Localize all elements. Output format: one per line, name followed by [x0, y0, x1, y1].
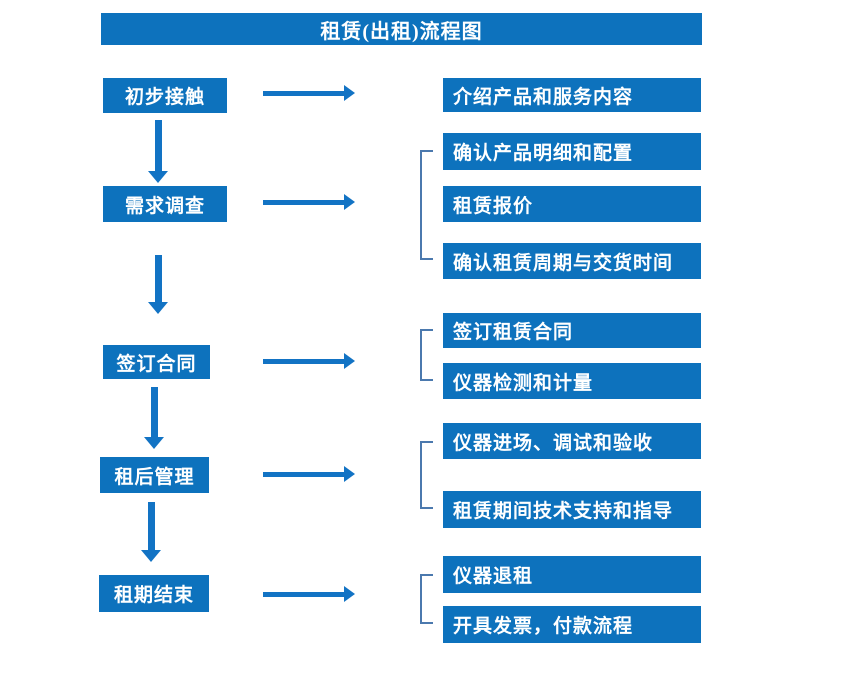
arrow-shaft — [147, 502, 155, 550]
arrow-down-icon — [148, 255, 168, 314]
group-bracket — [420, 329, 433, 381]
arrow-shaft — [263, 591, 344, 597]
detail-box-confirm-product-details: 确认产品明细和配置 — [443, 133, 701, 170]
arrow-head — [344, 85, 355, 101]
detail-box-instrument-return: 仪器退租 — [443, 556, 701, 593]
arrow-down-icon — [148, 120, 168, 183]
arrow-head — [148, 302, 168, 314]
arrow-head — [344, 586, 355, 602]
arrow-shaft — [150, 387, 158, 437]
arrow-shaft — [263, 358, 344, 364]
arrow-right-icon — [263, 194, 355, 210]
group-bracket — [420, 150, 433, 260]
group-bracket — [420, 441, 433, 509]
detail-box-introduce-products: 介绍产品和服务内容 — [443, 78, 701, 112]
arrow-right-icon — [263, 466, 355, 482]
detail-box-invoice-payment: 开具发票，付款流程 — [443, 606, 701, 643]
arrow-head — [344, 466, 355, 482]
stage-box-rental-end: 租期结束 — [99, 575, 209, 612]
diagram-title: 租赁(出租)流程图 — [101, 13, 702, 45]
stage-box-demand-survey: 需求调查 — [103, 186, 227, 222]
detail-box-instrument-setup-acceptance: 仪器进场、调试和验收 — [443, 423, 701, 459]
arrow-head — [344, 353, 355, 369]
stage-box-post-rental-management: 租后管理 — [100, 457, 209, 493]
arrow-down-icon — [144, 387, 164, 449]
arrow-head — [148, 171, 168, 183]
arrow-shaft — [263, 199, 344, 205]
arrow-head — [141, 550, 161, 562]
arrow-head — [144, 437, 164, 449]
arrow-shaft — [154, 120, 162, 171]
arrow-head — [344, 194, 355, 210]
stage-box-sign-contract: 签订合同 — [103, 345, 210, 379]
detail-box-instrument-testing: 仪器检测和计量 — [443, 363, 701, 399]
arrow-right-icon — [263, 586, 355, 602]
arrow-right-icon — [263, 353, 355, 369]
group-bracket — [420, 574, 433, 624]
arrow-shaft — [154, 255, 162, 302]
arrow-shaft — [263, 471, 344, 477]
stage-box-initial-contact: 初步接触 — [103, 78, 227, 113]
arrow-right-icon — [263, 85, 355, 101]
detail-box-rental-quote: 租赁报价 — [443, 186, 701, 222]
arrow-down-icon — [141, 502, 161, 562]
detail-box-confirm-rental-period: 确认租赁周期与交货时间 — [443, 243, 701, 279]
detail-box-tech-support: 租赁期间技术支持和指导 — [443, 491, 701, 528]
arrow-shaft — [263, 90, 344, 96]
detail-box-sign-rental-contract: 签订租赁合同 — [443, 313, 701, 348]
